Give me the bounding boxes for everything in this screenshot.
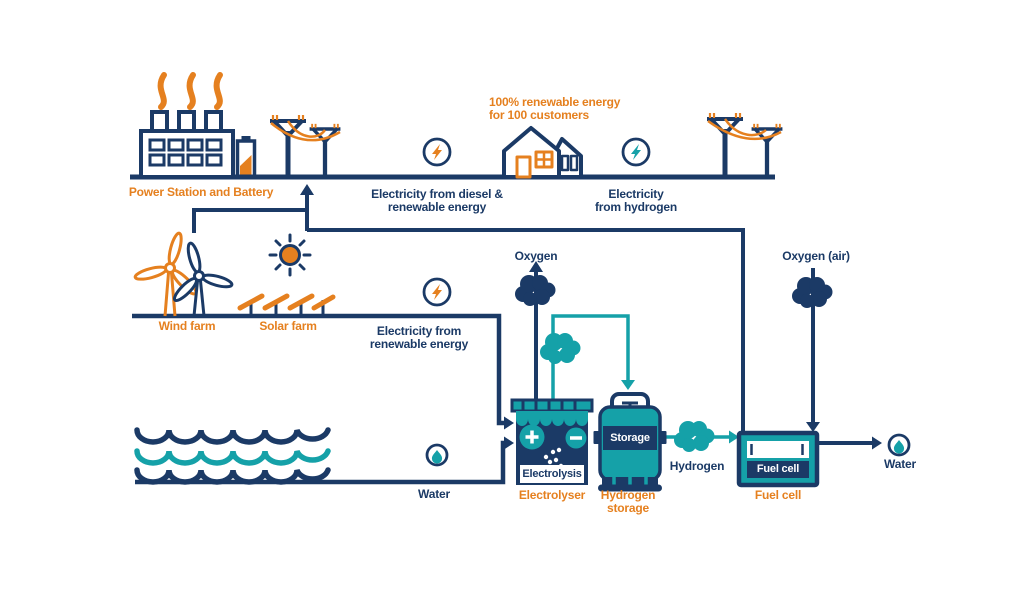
fuel-cell-label: Fuel cell (754, 488, 802, 502)
left-pylon-wires (270, 120, 341, 142)
windfarm-feed-line (192, 208, 307, 233)
storage-box-label: Storage (610, 432, 650, 444)
water-out-label: Water (884, 457, 916, 471)
arrow-into-grid (300, 184, 314, 195)
arrow-into-electrolyser-bottom (504, 436, 514, 450)
transmission-tower-icon (752, 124, 783, 178)
house-icon (502, 126, 583, 179)
arrow-into-fuelcell (729, 430, 739, 444)
arrow-water-out (872, 436, 882, 450)
lightning-circle-icon-renewable (422, 277, 452, 307)
droplet-circle-icon-water-out (887, 433, 911, 457)
fuel-cell-box-label: Fuel cell (756, 463, 800, 475)
window-icon (534, 150, 554, 169)
solar-panel-icon (237, 293, 336, 316)
smoke-icon (190, 75, 193, 107)
plus-electrode-icon (519, 424, 545, 450)
electrolyser-icon (510, 398, 594, 485)
smoke-icon (217, 75, 220, 107)
lightning-circle-icon-hydrogen (621, 137, 651, 167)
solar-farm-label: Solar farm (259, 319, 317, 333)
electricity-diesel-label: Electricity from diesel & renewable ener… (371, 187, 503, 214)
water-in-label: Water (418, 487, 450, 501)
wind-farm-label: Wind farm (158, 319, 216, 333)
wind-turbine-icon-navy (172, 241, 234, 317)
arrow-into-electrolyser-top (504, 416, 514, 430)
renewable-electricity-line (132, 313, 504, 426)
cloud-icon-hydrogen-small (540, 333, 581, 364)
battery-icon (235, 136, 257, 179)
arrow-into-storage (621, 380, 635, 390)
smoke-icon (161, 75, 164, 107)
power-station-label: Power Station and Battery (128, 185, 274, 199)
sun-icon (268, 233, 312, 277)
oxygen-air-label: Oxygen (air) (782, 249, 850, 263)
right-pylon-wires (707, 118, 782, 141)
droplet-circle-icon-water-in (425, 443, 449, 467)
lightning-circle-icon-diesel (422, 137, 452, 167)
hydrogen-arrowheads (621, 380, 739, 444)
water-supply-line (135, 440, 506, 485)
arrow-oxygen-up (529, 261, 543, 272)
customers-note: 100% renewable energy for 100 customers (489, 95, 621, 122)
flow-lines (130, 174, 873, 485)
waves-icon (134, 427, 331, 485)
arrow-oxygen-air-down (806, 422, 820, 432)
fuelcell-to-grid-line (305, 193, 745, 433)
fuel-cell-icon (736, 430, 820, 488)
side-windows-icon (560, 154, 579, 172)
cloud-icon-hydrogen (674, 421, 715, 452)
flow-arrowheads (300, 184, 882, 450)
transmission-tower-icon (270, 115, 306, 178)
hydrogen-label: Hydrogen (669, 459, 725, 473)
electricity-renewable-label: Electricity from renewable energy (369, 324, 469, 351)
electrolyser-label: Electrolyser (518, 488, 586, 502)
right-pylons (707, 113, 782, 178)
door-icon (515, 155, 532, 179)
transmission-tower-icon (707, 113, 743, 176)
storage-tank-icon (593, 392, 667, 492)
electricity-hydrogen-label: Electricity from hydrogen (594, 187, 678, 214)
minus-electrode-icon (565, 427, 587, 449)
factory-icon (139, 75, 235, 179)
hydrogen-storage-label: Hydrogen storage (600, 488, 656, 515)
electrolysis-box-label: Electrolysis (522, 468, 582, 480)
oxygen-label: Oxygen (514, 249, 558, 263)
left-pylons (270, 115, 340, 178)
